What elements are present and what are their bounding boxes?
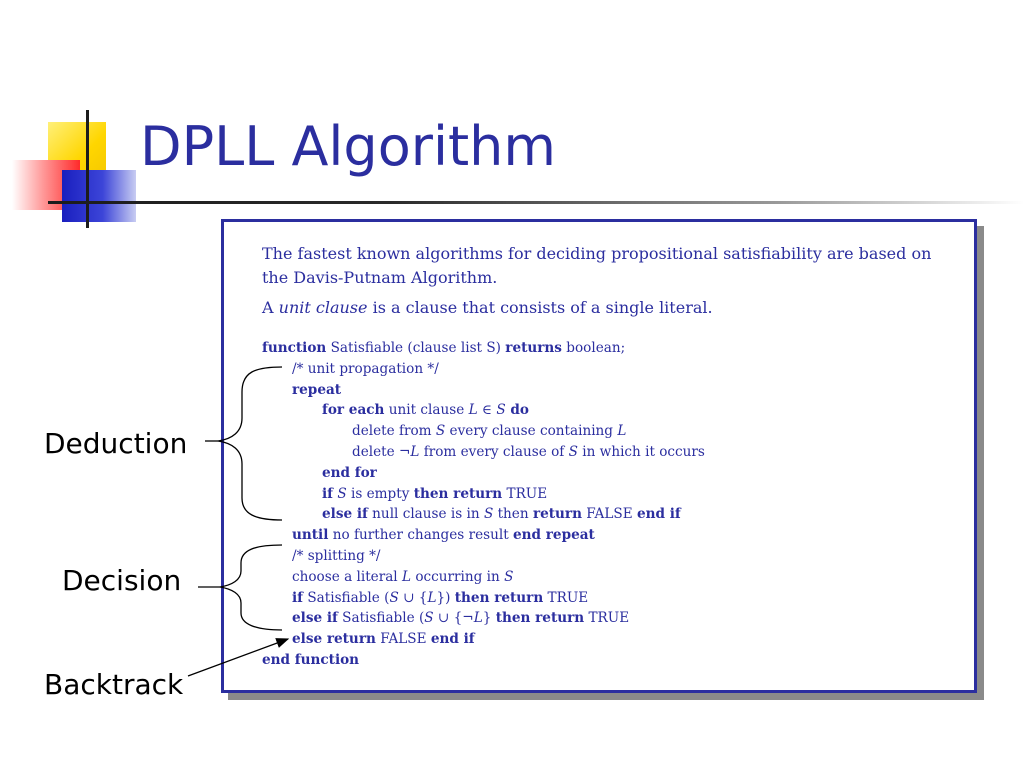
text: FALSE <box>581 506 637 523</box>
math: S <box>435 423 446 440</box>
kw: for each <box>322 402 385 419</box>
text: Satisfiable ( <box>303 589 390 606</box>
text: null clause is in <box>367 506 484 523</box>
text: unit clause <box>384 402 469 419</box>
deduction-brace <box>217 366 283 521</box>
unit-clause-term: unit clause <box>278 298 368 317</box>
math: S <box>483 506 494 523</box>
text: delete ¬ <box>352 443 411 460</box>
code-line-5: delete from S every clause containing L <box>262 421 962 442</box>
code-line-14: else if Satisfiable (S ∪ {¬L} then retur… <box>262 608 962 629</box>
kw: repeat <box>292 381 342 398</box>
math: S <box>389 589 399 606</box>
text: boolean; <box>561 340 626 356</box>
kw: then return <box>454 589 544 606</box>
kw: then return <box>495 610 585 627</box>
decor-blue-square <box>62 170 136 222</box>
math: L <box>401 568 412 585</box>
intro-text: The fastest known algorithms for decidin… <box>262 244 932 287</box>
text: from every clause of <box>419 443 569 460</box>
math: L <box>468 402 478 419</box>
code-line-13: if Satisfiable (S ∪ {L}) then return TRU… <box>262 588 962 609</box>
kw: end if <box>430 631 475 648</box>
math: S <box>496 402 506 419</box>
kw: end function <box>262 651 360 668</box>
decor-vertical-line <box>86 110 89 228</box>
decision-label: Decision <box>62 564 182 597</box>
kw: then return <box>413 485 503 502</box>
kw: if <box>322 485 334 502</box>
text: /* unit propagation */ <box>292 360 439 377</box>
kw: returns <box>505 340 562 356</box>
kw: do <box>505 402 529 419</box>
kw: else if <box>292 610 338 627</box>
pseudocode: function Satisfiable (clause list S) ret… <box>262 338 962 671</box>
math: S <box>568 443 578 460</box>
code-line-3: repeat <box>262 380 962 401</box>
math: S <box>424 610 434 627</box>
text: TRUE <box>543 589 589 606</box>
code-line-10: until no further changes result end repe… <box>262 525 962 546</box>
math: L <box>473 610 483 627</box>
text: ∪ {¬ <box>433 610 474 627</box>
math: L <box>427 589 437 606</box>
algorithm-figure: The fastest known algorithms for decidin… <box>221 219 977 693</box>
slide-title: DPLL Algorithm <box>140 115 556 178</box>
unit-clause-suffix: is a clause that consists of a single li… <box>367 298 713 317</box>
text: occurring in <box>411 568 505 585</box>
kw: until <box>292 527 329 544</box>
math: L <box>617 423 627 440</box>
figure-content: The fastest known algorithms for decidin… <box>262 242 962 671</box>
text: FALSE <box>375 631 431 648</box>
kw: else return <box>292 631 376 648</box>
code-line-9: else if null clause is in S then return … <box>262 504 962 525</box>
code-line-16: end function <box>262 650 962 671</box>
text: TRUE <box>584 610 630 627</box>
decision-brace <box>219 544 283 631</box>
backtrack-arrow <box>187 638 290 677</box>
code-line-12: choose a literal L occurring in S <box>262 567 962 588</box>
math: S <box>504 568 514 585</box>
kw: return <box>532 506 582 523</box>
text: /* splitting */ <box>292 547 381 564</box>
text: is empty <box>346 485 414 502</box>
code-line-15: else return FALSE end if <box>262 629 962 650</box>
code-line-4: for each unit clause L ∈ S do <box>262 400 962 421</box>
unit-clause-definition: A unit clause is a clause that consists … <box>262 296 962 320</box>
title-underline <box>48 201 1024 204</box>
text: TRUE <box>502 485 548 502</box>
math: S <box>333 485 347 502</box>
text: delete from <box>352 423 436 440</box>
kw: end repeat <box>513 527 595 544</box>
code-line-6: delete ¬L from every clause of S in whic… <box>262 442 962 463</box>
kw: function <box>262 340 327 356</box>
unit-clause-prefix: A <box>262 298 279 317</box>
text: Satisfiable (clause list S) <box>326 340 506 356</box>
code-line-7: end for <box>262 463 962 484</box>
text: every clause containing <box>445 423 618 440</box>
code-line-2: /* unit propagation */ <box>262 359 962 380</box>
kw: else if <box>322 506 368 523</box>
text: Satisfiable ( <box>337 610 425 627</box>
deduction-label: Deduction <box>44 427 188 460</box>
kw: end for <box>322 464 377 481</box>
backtrack-label: Backtrack <box>44 668 184 701</box>
code-line-8: if S is empty then return TRUE <box>262 484 962 505</box>
text: then <box>493 506 533 523</box>
code-line-11: /* splitting */ <box>262 546 962 567</box>
text: ∈ <box>477 402 497 419</box>
text: ∪ { <box>398 589 428 606</box>
code-line-1: function Satisfiable (clause list S) ret… <box>262 338 962 359</box>
kw: if <box>292 589 304 606</box>
math: L <box>410 443 420 460</box>
text: choose a literal <box>292 568 402 585</box>
kw: end if <box>636 506 681 523</box>
text: }) <box>436 589 455 606</box>
text: no further changes result <box>328 527 513 544</box>
text: } <box>482 610 496 627</box>
text: in which it occurs <box>577 443 705 460</box>
